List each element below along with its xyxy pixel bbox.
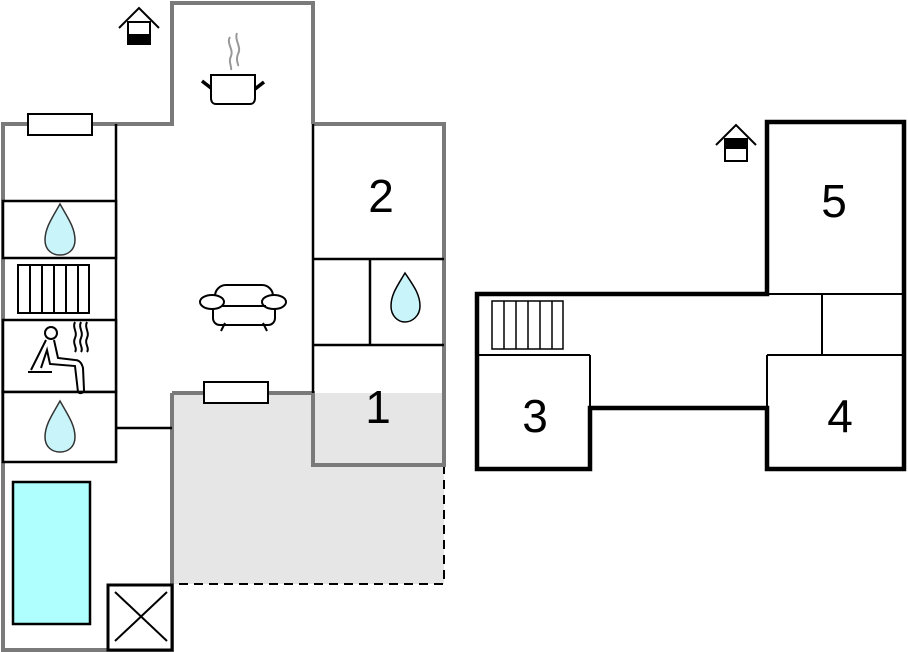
room-label-1: 1 bbox=[365, 381, 391, 433]
window bbox=[203, 381, 269, 404]
sofa-icon bbox=[199, 284, 287, 332]
pool-icon bbox=[11, 480, 92, 626]
radiator-icon bbox=[17, 264, 90, 314]
inner-walls bbox=[114, 124, 444, 462]
sauna-icon bbox=[28, 321, 89, 395]
window bbox=[27, 113, 93, 136]
sauna-room bbox=[1, 318, 118, 394]
kitchen-pot-icon bbox=[200, 32, 266, 105]
shaft-icon bbox=[106, 583, 174, 652]
upper-floor-inner-walls bbox=[477, 293, 904, 408]
stairs-icon bbox=[491, 300, 564, 350]
entrance-icon bbox=[118, 6, 160, 45]
room-label-5: 5 bbox=[821, 175, 847, 227]
shower-icon bbox=[390, 271, 421, 323]
terrace bbox=[173, 393, 444, 584]
room-label-3: 3 bbox=[522, 390, 548, 442]
room-label-4: 4 bbox=[827, 390, 853, 442]
entrance-icon bbox=[715, 123, 757, 162]
room-label-2: 2 bbox=[368, 170, 394, 222]
shower-icon bbox=[44, 399, 76, 453]
shower-icon bbox=[44, 202, 76, 256]
